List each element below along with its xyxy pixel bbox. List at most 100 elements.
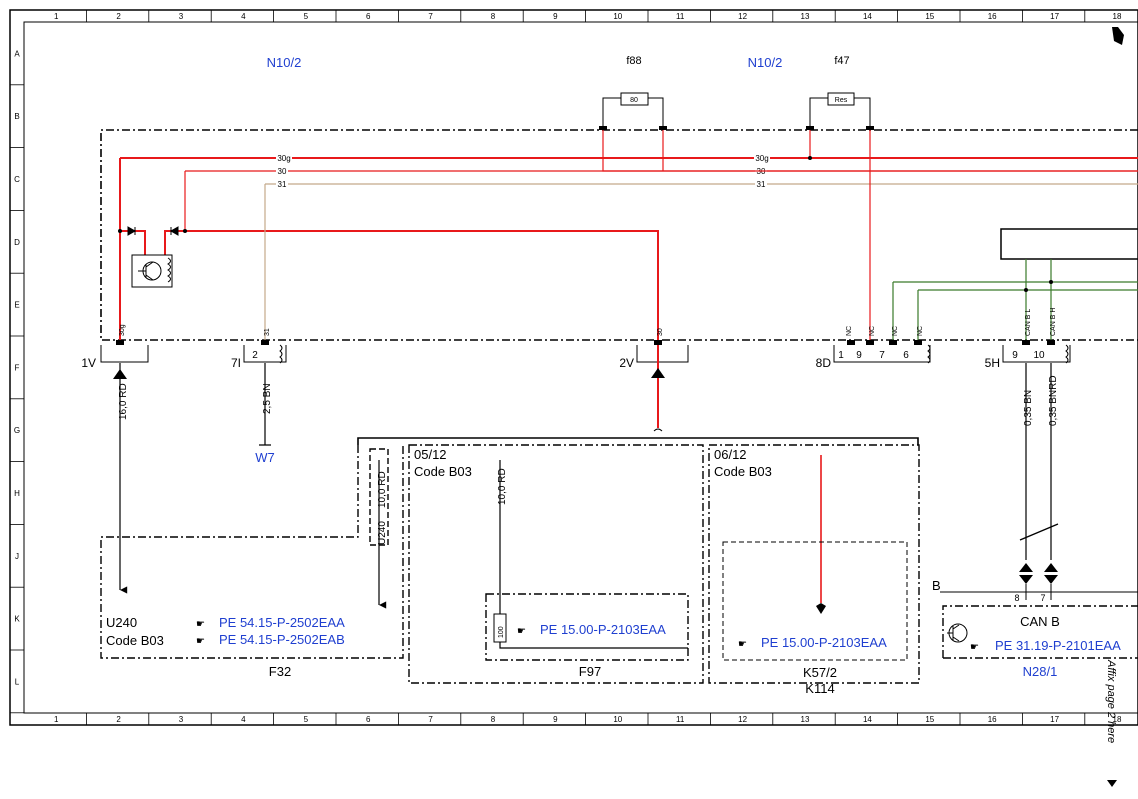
- grid-column-label: 3: [179, 715, 184, 724]
- f97-code: Code B03: [414, 464, 472, 479]
- n10-2-left-label: N10/2: [267, 55, 302, 70]
- grid-row-label: E: [14, 301, 19, 310]
- pin-label-31: 31: [264, 328, 271, 336]
- f97-resistor-value: 100: [498, 626, 505, 638]
- f97-ref-link[interactable]: PE 15.00-P-2103EAA: [540, 622, 666, 637]
- grid-column-label: 18: [1113, 12, 1122, 21]
- f32-code-b03: Code B03: [106, 633, 164, 648]
- can-b-label: CAN B: [1020, 614, 1060, 629]
- grid-column-label: 6: [366, 12, 371, 21]
- pin-label-30: 30: [657, 328, 664, 336]
- grid-column-label: 10: [613, 715, 622, 724]
- grid-column-label: 15: [925, 12, 934, 21]
- ground-w7-label: W7: [255, 450, 275, 465]
- wire-label-f97-rd: 10,0 RD: [497, 468, 508, 505]
- outer-frame: [9, 9, 1138, 726]
- grid-column-label: 1: [54, 12, 59, 21]
- affix-page-note: Affix page 2 here: [1105, 659, 1117, 743]
- f32-ref-link-2[interactable]: PE 54.15-P-2502EAB: [219, 632, 345, 647]
- grid-column-label: 8: [491, 12, 496, 21]
- fuse-f88: 80: [599, 92, 667, 130]
- f97-date: 05/12: [414, 447, 447, 462]
- hand-pointer-icon: ☛: [970, 642, 979, 653]
- b-label: B: [932, 578, 941, 593]
- connector-1v-label: 1V: [81, 356, 96, 370]
- pin-label-nc-4: NC: [917, 326, 924, 336]
- pin-label-nc-2: NC: [869, 326, 876, 336]
- pin-number: 8: [1014, 593, 1019, 603]
- grid-column-label: 9: [553, 715, 558, 724]
- k114-label: K114: [805, 681, 834, 696]
- grid-row-label: C: [14, 175, 20, 184]
- wire-label-16rd: 16,0 RD: [118, 383, 129, 420]
- connector-5h-label: 5H: [985, 356, 1000, 370]
- k57-2-label: K57/2: [803, 665, 837, 680]
- n28-1-ref-link[interactable]: PE 31.19-P-2101EAA: [995, 638, 1121, 653]
- grid-column-label: 14: [863, 12, 872, 21]
- grid-column-label: 18: [1113, 715, 1122, 724]
- fuse-f88-value: 80: [630, 97, 638, 104]
- wire-label-25bn: 2,5 BN: [262, 383, 273, 414]
- grid-column-label: 6: [366, 715, 371, 724]
- grid-column-label: 13: [801, 715, 810, 724]
- grid-row-label: F: [15, 363, 20, 372]
- pin-number: 7: [879, 350, 885, 361]
- pin-number: 2: [252, 350, 258, 361]
- k57-ref-link[interactable]: PE 15.00-P-2103EAA: [761, 635, 887, 650]
- grid-row-label: D: [14, 238, 20, 247]
- n10-2-right-label: N10/2: [748, 55, 783, 70]
- grid-column-label: 7: [428, 715, 433, 724]
- grid-row-label: K: [14, 615, 20, 624]
- hand-pointer-icon: ☛: [196, 636, 205, 647]
- fuse-f47-value: Res: [835, 97, 848, 104]
- grid-column-label: 16: [988, 12, 997, 21]
- sam-module-outline: [100, 129, 1138, 341]
- bus-30g-label-right: 30g: [755, 154, 768, 163]
- grid-column-label: 17: [1050, 715, 1059, 724]
- bus-30g-label: 30g: [277, 154, 290, 163]
- wire-label-035bnrd: 0,35 BNRD: [1048, 375, 1059, 426]
- fuse-f88-label: f88: [626, 55, 641, 67]
- f32-label: F32: [269, 664, 291, 679]
- f32-ref-link-1[interactable]: PE 54.15-P-2502EAA: [219, 615, 345, 630]
- k57-date: 06/12: [714, 447, 747, 462]
- hand-pointer-icon: ☛: [196, 619, 205, 630]
- pin-number: 9: [1012, 350, 1018, 361]
- grid-row-label: H: [14, 489, 20, 498]
- connector-8d-label: 8D: [816, 356, 832, 370]
- inner-frame: [23, 21, 1138, 714]
- wire-label-035bn: 0,35 BN: [1023, 390, 1034, 426]
- grid-column-label: 5: [304, 12, 309, 21]
- pin-number: 9: [856, 350, 862, 361]
- connector-7i-label: 7I: [231, 356, 241, 370]
- pin-number: 7: [1040, 593, 1045, 603]
- grid-column-label: 12: [738, 12, 747, 21]
- hand-pointer-icon: ☛: [517, 626, 526, 637]
- n28-1-label: N28/1: [1023, 664, 1058, 679]
- grid-column-label: 5: [304, 715, 309, 724]
- grid-column-label: 2: [116, 12, 121, 21]
- grid-row-label: L: [15, 677, 20, 686]
- grid-column-label: 8: [491, 715, 496, 724]
- connector-1v: [100, 345, 149, 363]
- f97-box: [408, 444, 704, 684]
- bus-31-label: 31: [278, 180, 287, 189]
- grid-column-label: 10: [613, 12, 622, 21]
- grid-column-label: 3: [179, 12, 184, 21]
- grid-column-label: 4: [241, 12, 246, 21]
- grid-row-label: B: [14, 112, 19, 121]
- f32-box: [100, 445, 404, 659]
- pin-label-nc-1: NC: [846, 326, 853, 336]
- pin-label-can-bl: CAN B L: [1025, 309, 1032, 336]
- wire-relay-feed: [120, 230, 659, 345]
- grid-column-label: 16: [988, 715, 997, 724]
- grid-column-label: 2: [116, 715, 121, 724]
- can-green-lines: [892, 281, 1138, 340]
- k57-code: Code B03: [714, 464, 772, 479]
- grid-column-label: 11: [676, 12, 685, 21]
- pin-number: 1: [838, 350, 844, 361]
- pin-number: 6: [903, 350, 909, 361]
- can-module-box: [1000, 228, 1138, 260]
